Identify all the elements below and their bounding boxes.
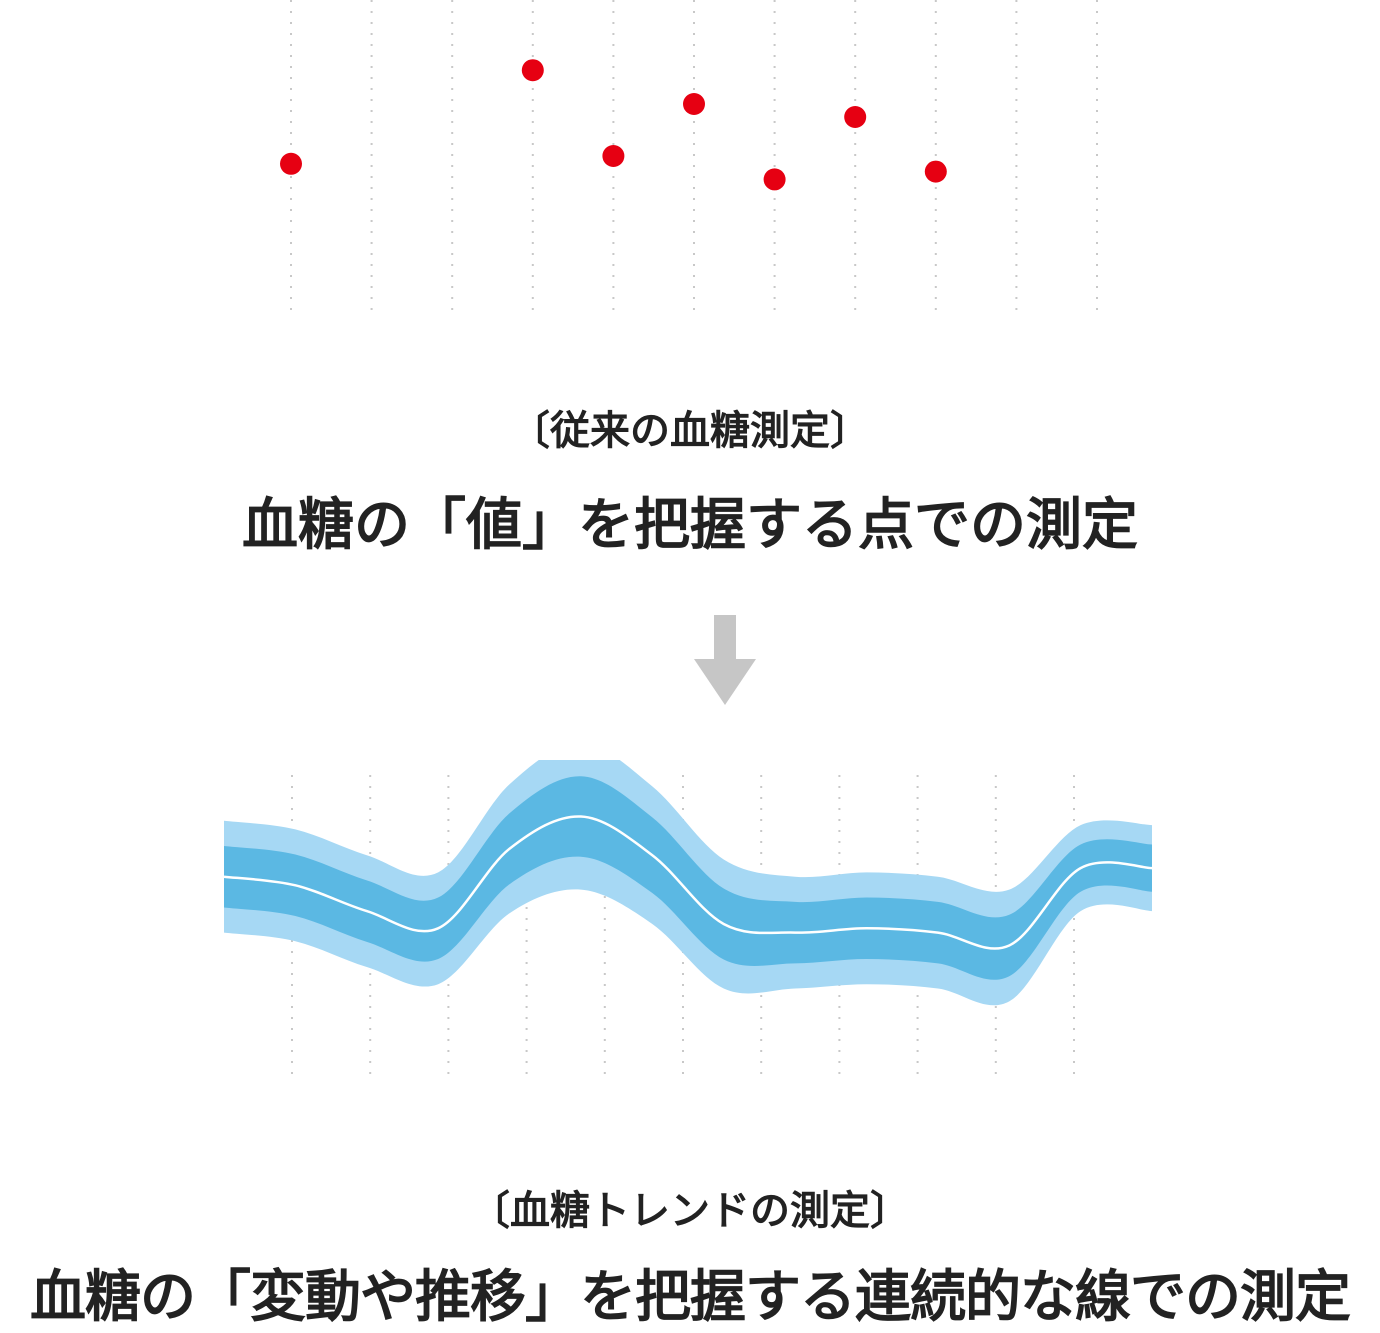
measurement-point [602,145,625,167]
trend-measurement-plot [223,760,1153,1080]
point-measurement-description: 血糖の「値」を把握する点での測定 [242,493,1138,558]
measurement-points [280,59,947,191]
trend-measurement-label: 〔血糖トレンドの測定〕 [470,1188,910,1234]
down-arrow-icon [694,615,756,705]
trend-band-inner [224,776,1152,980]
measurement-point [280,152,302,175]
trend-line [223,815,1153,950]
continuous-measurement-description: 血糖の「変動や推移」を把握する連続的な線での測定 [30,1265,1351,1330]
arrow-head [694,659,756,705]
point-measurement-plot [280,0,1098,312]
vertical-gridlines [290,0,1098,312]
measurement-point [763,168,786,191]
arrow-shaft [714,615,736,663]
measurement-point [683,93,705,115]
measurement-point [924,160,947,183]
traditional-measurement-label: 〔従来の血糖測定〕 [510,408,870,454]
measurement-point [521,59,544,82]
measurement-point [844,106,867,128]
vertical-gridlines [291,775,1075,1080]
